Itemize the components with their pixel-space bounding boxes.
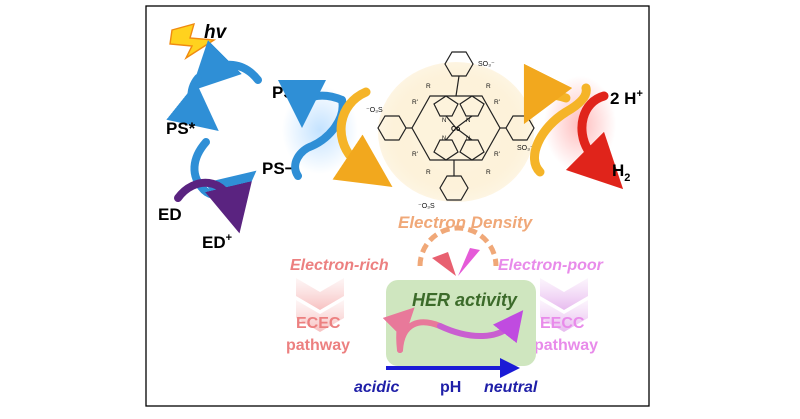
electron-rich-label: Electron-rich xyxy=(290,257,389,274)
eecc-pathway-label: pathway xyxy=(534,337,598,354)
nitrogen-label: N xyxy=(442,118,446,124)
ps-minus-label: PS− xyxy=(262,159,295,178)
sulfonate-bottom: ⁻O₃S xyxy=(418,203,435,210)
proton-reduction-arrows xyxy=(523,63,624,190)
electron-poor-label: Electron-poor xyxy=(498,257,604,274)
sulfonate-left: ⁻O₃S xyxy=(366,107,383,114)
substituent-r-prime: R' xyxy=(494,99,500,106)
substituent-r: R xyxy=(486,169,491,176)
substituent-r: R xyxy=(426,169,431,176)
sulfonate-top: SO₃⁻ xyxy=(478,61,495,68)
ecec-pathway-label: pathway xyxy=(286,337,350,354)
acidic-label: acidic xyxy=(354,379,399,396)
nitrogen-label: N xyxy=(466,118,470,124)
ph-label: pH xyxy=(440,379,461,396)
quenching-arrows xyxy=(174,138,257,234)
her-activity-box xyxy=(386,280,536,366)
excitation-arrow xyxy=(166,40,262,132)
nitrogen-label: N xyxy=(442,136,446,142)
ed-plus-label: ED+ xyxy=(202,232,232,252)
figure-frame xyxy=(145,5,650,407)
hv-label: hv xyxy=(204,22,228,43)
eecc-label: EECC xyxy=(540,315,585,332)
proton-label: 2 H+ xyxy=(610,88,643,108)
electron-density-gauge xyxy=(417,225,499,276)
her-activity-label: HER activity xyxy=(412,290,518,310)
substituent-r-prime: R' xyxy=(412,151,418,158)
hydrogen-label: H2 xyxy=(612,161,630,184)
electron-poor-chevrons xyxy=(540,278,588,332)
neutral-label: neutral xyxy=(484,379,538,396)
cobalt-label: Co xyxy=(451,126,460,133)
cobalt-porphyrin-catalyst: Co N N N N SO₃⁻ ⁻O₃S SO₃⁻ ⁻O₃S R R R R R… xyxy=(366,51,535,210)
ps-label: PS xyxy=(272,83,295,102)
ed-label: ED xyxy=(158,205,182,224)
electron-density-label: Electron Density xyxy=(398,213,534,232)
substituent-r: R xyxy=(426,83,431,90)
substituent-r-prime: R' xyxy=(494,151,500,158)
substituent-r: R xyxy=(486,83,491,90)
electron-rich-chevrons xyxy=(296,278,344,332)
her-activity-arc xyxy=(382,307,524,353)
substituent-r-prime: R' xyxy=(412,99,418,106)
electron-transfer-arrows xyxy=(278,79,393,187)
sulfonate-right: SO₃⁻ xyxy=(517,145,534,152)
ps-star-label: PS* xyxy=(166,119,196,138)
ecec-label: ECEC xyxy=(296,315,341,332)
nitrogen-label: N xyxy=(466,136,470,142)
